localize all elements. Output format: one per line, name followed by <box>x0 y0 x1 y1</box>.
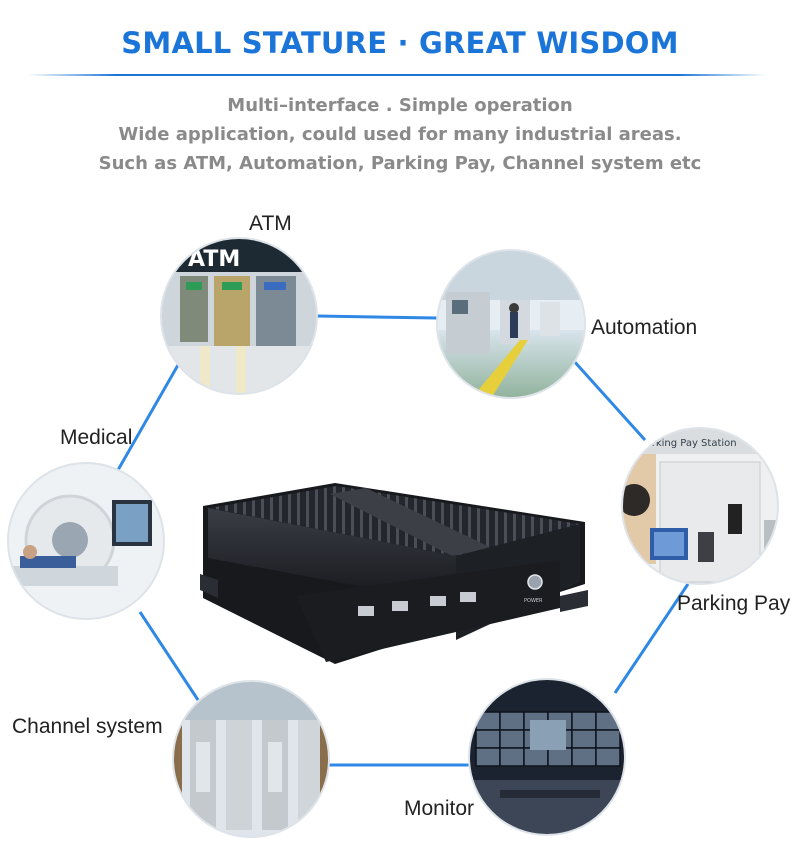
automation-photo <box>437 250 585 398</box>
label-medical: Medical <box>60 426 133 449</box>
parking-sign-text: Parking Pay Station <box>640 438 737 449</box>
label-parking-pay: Parking Pay <box>677 592 791 615</box>
label-automation: Automation <box>591 316 698 339</box>
connector-channel-medical <box>138 611 200 701</box>
monitor-photo <box>469 679 625 835</box>
subtitle-line-3: Such as ATM, Automation, Parking Pay, Ch… <box>98 153 702 174</box>
connector-atm-automation <box>316 314 438 320</box>
page-title: SMALL STATURE · GREAT WISDOM <box>121 26 679 60</box>
parking-photo: Parking Pay Station <box>622 428 778 584</box>
subtitle-line-2: Wide application, could used for many in… <box>118 124 682 145</box>
connector-medical-atm <box>116 364 180 471</box>
mini-pc-device: POWER <box>200 483 588 664</box>
label-monitor: Monitor <box>404 797 475 820</box>
power-label: POWER <box>524 598 543 604</box>
connector-automation-parking <box>571 358 647 442</box>
subtitle-line-1: Multi–interface . Simple operation <box>227 95 573 116</box>
medical-photo <box>8 463 164 619</box>
label-atm: ATM <box>249 212 292 235</box>
title-divider <box>28 74 766 76</box>
connector-lines <box>116 314 690 767</box>
label-channel-system: Channel system <box>12 715 163 738</box>
connector-parking-monitor <box>613 583 690 694</box>
